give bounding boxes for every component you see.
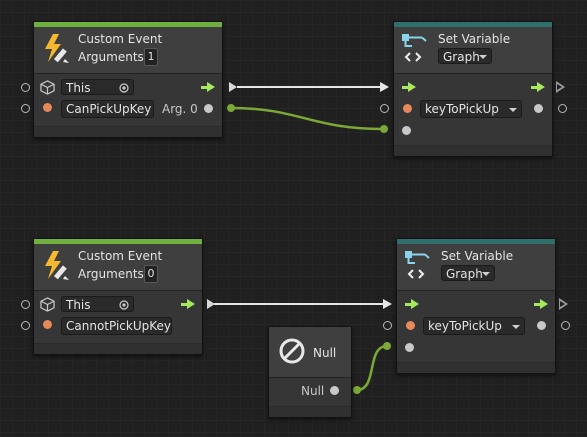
null-icon: [279, 338, 305, 364]
target-dropdown[interactable]: This: [61, 296, 134, 312]
variable-name-value: keyToPickUp: [428, 319, 502, 333]
node-footer: [269, 406, 351, 417]
variable-scope-dropdown[interactable]: Graph: [441, 265, 495, 281]
node-footer: [34, 343, 202, 354]
node-body: keyToPickUp: [397, 291, 555, 363]
value-input-port-dot: [405, 343, 414, 352]
target-picker-icon: [119, 300, 129, 310]
variable-name-dropdown[interactable]: keyToPickUp: [423, 317, 525, 335]
node-title: Custom Event: [78, 32, 163, 46]
arg-0-label: Arg. 0: [162, 102, 198, 116]
node-footer: [394, 145, 552, 156]
variable-name-value: keyToPickUp: [425, 102, 499, 116]
variable-name-dropdown[interactable]: keyToPickUp: [420, 100, 522, 118]
node-title: Set Variable: [438, 32, 511, 46]
value-output-port-dot: [537, 321, 546, 330]
event2-name-input-port[interactable]: [21, 321, 30, 330]
target-dropdown[interactable]: This: [61, 79, 134, 95]
target-value: This: [66, 81, 91, 95]
node-header[interactable]: Set Variable Graph: [394, 27, 552, 74]
node-body: This CannotPickUpKey: [34, 291, 202, 344]
arguments-label: Arguments: [78, 267, 144, 281]
control-output-arrow[interactable]: [531, 82, 545, 92]
null-output-label: Null: [301, 384, 325, 398]
node-footer: [397, 362, 555, 373]
custom-event-node-1[interactable]: Custom Event Arguments 1 This CanPickUpK…: [33, 21, 223, 138]
node-title: Null: [313, 346, 337, 360]
null-output-port-dot[interactable]: [330, 386, 339, 395]
event-color-bar: [34, 22, 222, 27]
value-wire-arg0: [230, 106, 385, 131]
control-output-arrow[interactable]: [201, 82, 215, 92]
value-output-port-dot: [534, 104, 543, 113]
node-header[interactable]: Custom Event Arguments 0: [34, 244, 202, 291]
node-header[interactable]: Custom Event Arguments 1: [34, 27, 222, 74]
control-input-arrow[interactable]: [402, 82, 416, 92]
variable-color-bar: [394, 22, 552, 27]
name-port-dot: [403, 104, 412, 113]
variable-scope-value: Graph: [443, 50, 480, 64]
null-node[interactable]: Null Null: [268, 326, 352, 418]
arguments-label: Arguments: [78, 50, 144, 64]
variable-node-icon: [405, 251, 430, 279]
variable-scope-value: Graph: [446, 267, 483, 281]
setvar1-control-output-port[interactable]: [556, 81, 565, 93]
target-picker-icon: [119, 83, 129, 93]
setvar2-value-input-port[interactable]: [383, 321, 392, 330]
event1-target-input-port[interactable]: [21, 83, 30, 92]
setvar2-control-output-port[interactable]: [559, 298, 568, 310]
node-footer: [34, 126, 222, 137]
control-output-arrow[interactable]: [534, 299, 548, 309]
node-body: Null: [269, 378, 351, 407]
lightning-pencil-icon: [45, 34, 69, 63]
chevron-down-icon: [479, 55, 487, 59]
node-title: Set Variable: [441, 249, 514, 263]
chevron-down-icon: [509, 108, 517, 112]
event-name-field[interactable]: CannotPickUpKey: [61, 317, 172, 335]
arguments-count-field[interactable]: 1: [144, 48, 158, 66]
custom-event-node-2[interactable]: Custom Event Arguments 0 This CannotPick…: [33, 238, 203, 355]
event2-target-input-port[interactable]: [21, 300, 30, 309]
value-wire-null: [356, 344, 388, 392]
variable-color-bar: [397, 239, 555, 244]
variable-scope-dropdown[interactable]: Graph: [438, 48, 492, 64]
name-port-dot: [406, 321, 415, 330]
node-header[interactable]: Null: [269, 327, 351, 378]
setvar1-value-input-port[interactable]: [380, 104, 389, 113]
control-flow-wire-1-arrowhead: [380, 82, 389, 92]
set-variable-node-2[interactable]: Set Variable Graph keyToPickUp: [396, 238, 556, 374]
set-variable-node-1[interactable]: Set Variable Graph keyToPickUp: [393, 21, 553, 157]
arguments-count-field[interactable]: 0: [144, 265, 158, 283]
node-body: keyToPickUp: [394, 74, 552, 146]
event1-name-input-port[interactable]: [21, 104, 30, 113]
event1-control-output-port[interactable]: [229, 82, 237, 92]
event-name-field[interactable]: CanPickUpKey: [61, 100, 154, 118]
cube-icon: [40, 80, 55, 95]
variable-node-icon: [402, 34, 427, 62]
node-body: This CanPickUpKey Arg. 0: [34, 74, 222, 127]
arg-0-port-dot: [204, 104, 213, 113]
setvar1-value-output-port[interactable]: [558, 104, 567, 113]
node-header[interactable]: Set Variable Graph: [397, 244, 555, 291]
target-value: This: [66, 298, 91, 312]
cube-icon: [40, 297, 55, 312]
event2-control-output-port[interactable]: [207, 299, 215, 309]
chevron-down-icon: [482, 272, 490, 276]
control-output-arrow[interactable]: [181, 299, 195, 309]
node-title: Custom Event: [78, 249, 163, 263]
value-input-port-dot: [402, 126, 411, 135]
name-port-dot: [43, 103, 52, 112]
control-input-arrow[interactable]: [405, 299, 419, 309]
setvar2-value-output-port[interactable]: [561, 321, 570, 330]
chevron-down-icon: [512, 325, 520, 329]
lightning-pencil-icon: [45, 251, 69, 280]
control-flow-wire-2-arrowhead: [383, 299, 392, 309]
event-color-bar: [34, 239, 202, 244]
name-port-dot: [43, 320, 52, 329]
